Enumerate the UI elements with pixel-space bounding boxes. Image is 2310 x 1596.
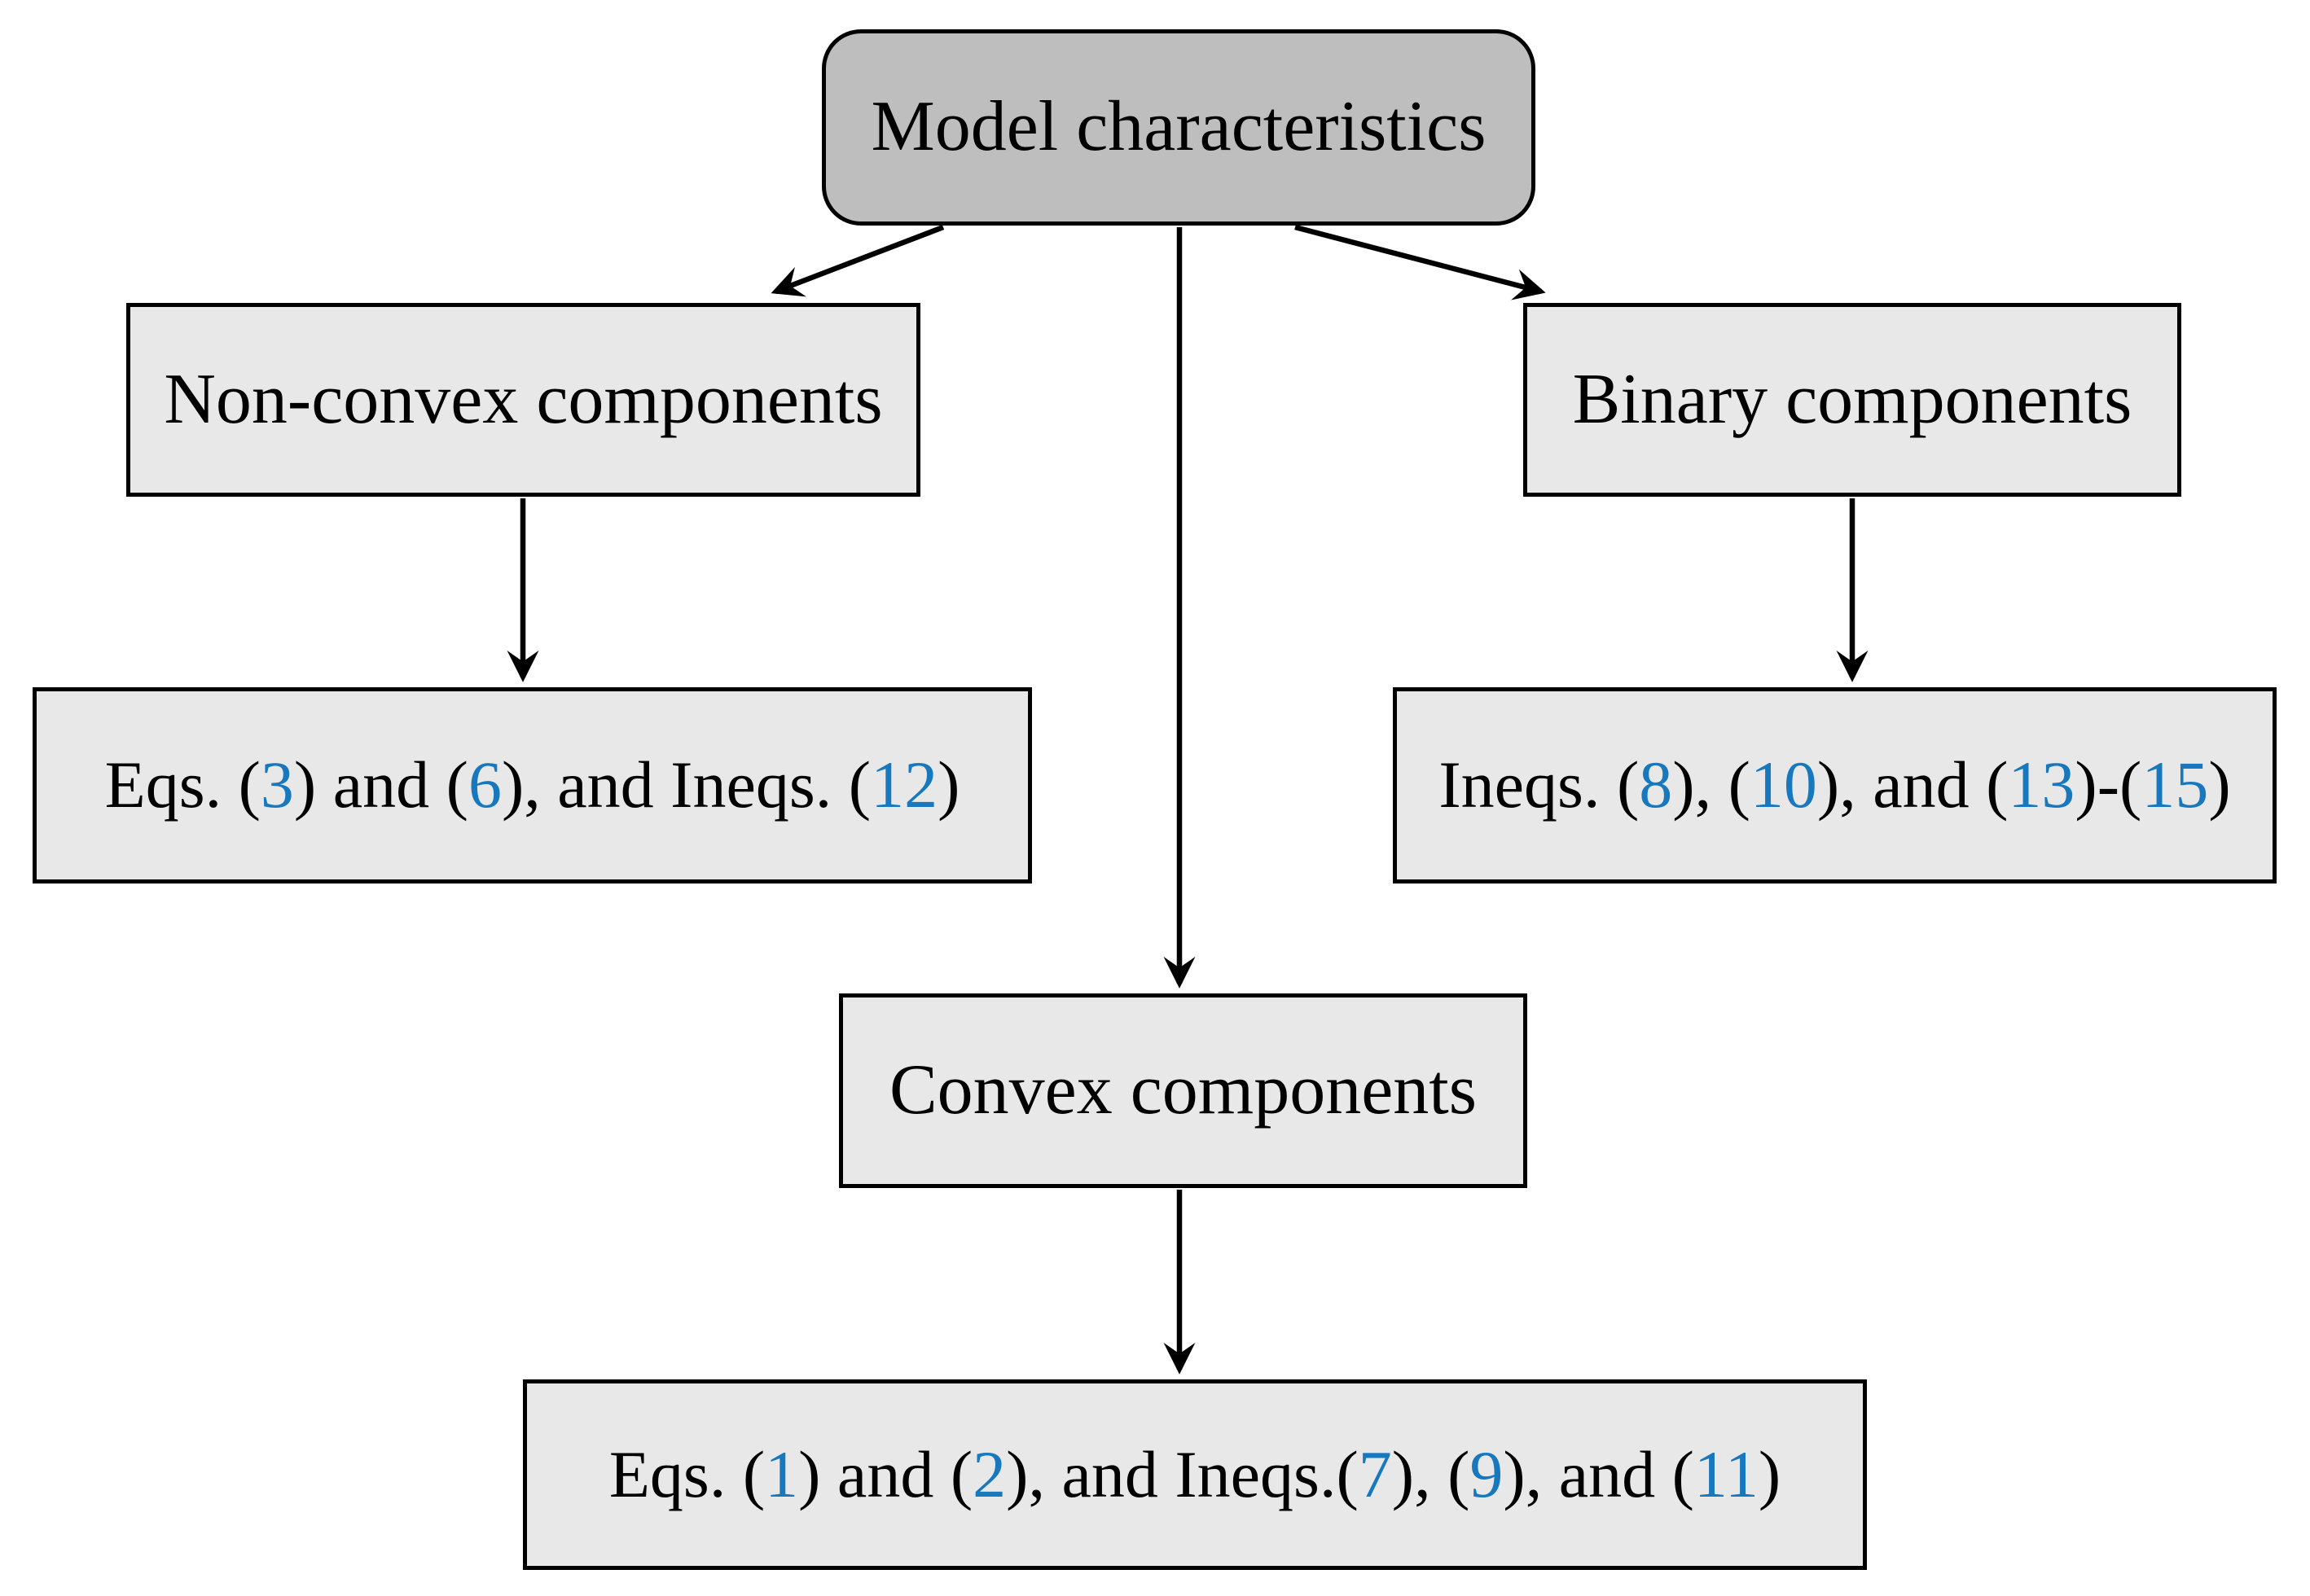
node-label: Binary components xyxy=(1572,359,2132,439)
arrow-root-to-binary xyxy=(1294,224,1546,300)
node-binary-components: Binary components xyxy=(1523,303,2181,497)
node-binary-equations: Ineqs. (8), (10), and (13)-(15) xyxy=(1393,687,2277,884)
node-label: Ineqs. (8), (10), and (13)-(15) xyxy=(1438,748,2231,822)
node-label: Convex components xyxy=(889,1050,1477,1130)
node-non-convex-equations: Eqs. (3) and (6), and Ineqs. (12) xyxy=(33,687,1032,884)
node-label: Eqs. (3) and (6), and Ineqs. (12) xyxy=(104,748,960,822)
node-label: Eqs. (1) and (2), and Ineqs.(7), (9), an… xyxy=(608,1436,1781,1511)
arrow-root-to-nonconvex xyxy=(771,224,945,297)
node-convex-components: Convex components xyxy=(839,993,1527,1188)
node-label: Model characteristics xyxy=(871,87,1487,167)
node-convex-equations: Eqs. (1) and (2), and Ineqs.(7), (9), an… xyxy=(523,1379,1867,1570)
node-model-characteristics: Model characteristics xyxy=(822,29,1535,226)
node-non-convex-components: Non-convex components xyxy=(126,303,920,497)
node-label: Non-convex components xyxy=(164,359,883,439)
